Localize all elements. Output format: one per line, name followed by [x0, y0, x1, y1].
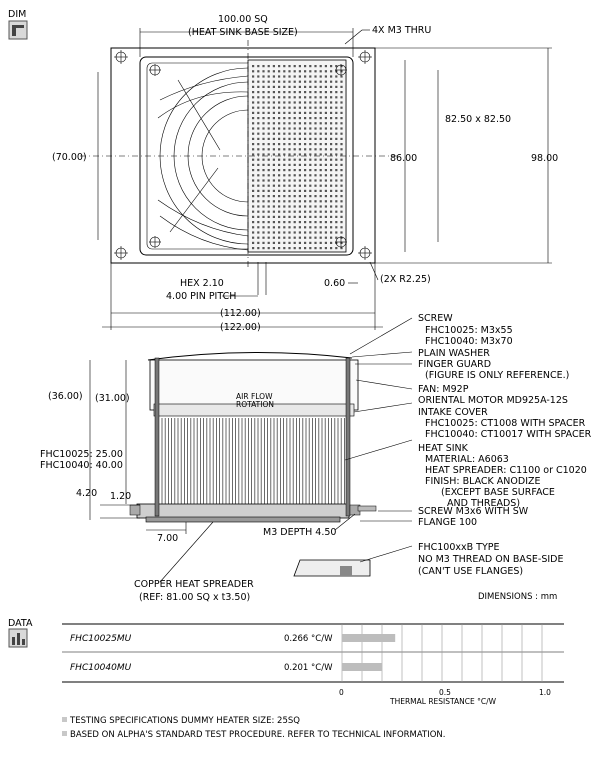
callout-finish-2: (EXCEPT BASE SURFACE	[441, 487, 555, 498]
data-section-label: DATA	[8, 618, 33, 629]
fan-body	[149, 359, 359, 411]
chart-bar	[342, 663, 383, 671]
chart-bar	[342, 634, 396, 642]
callout-material: MATERIAL: A6063	[425, 454, 509, 465]
notes: TESTING SPECIFICATIONS DUMMY HEATER SIZE…	[62, 716, 445, 740]
dim-offset: 0.60	[324, 278, 345, 289]
dim-120: 1.20	[110, 491, 131, 502]
chart-tick-label: 0	[339, 688, 344, 697]
callout-type-b-note2: (CAN'T USE FLANGES)	[418, 566, 523, 577]
dim-700: 7.00	[157, 533, 178, 544]
callout-fan: FAN: M92P	[418, 384, 469, 395]
callout-guard: FINGER GUARD	[418, 359, 491, 370]
dim-fhc40: FHC10040: 40.00	[40, 460, 123, 471]
callout-intake-40: FHC10040: CT10017 WITH SPACER	[425, 429, 592, 440]
caliper-icon	[8, 20, 28, 40]
note-2: BASED ON ALPHA'S STANDARD TEST PROCEDURE…	[70, 730, 445, 740]
chart-xlabel: THERMAL RESISTANCE °C/W	[389, 697, 497, 706]
dim-radius: (2X R2.25)	[380, 274, 431, 285]
chart-tick-label: 1.0	[539, 688, 551, 697]
dim-pin-pitch: 4.00 PIN PITCH	[166, 291, 236, 302]
dim-base-size-note: (HEAT SINK BASE SIZE)	[188, 27, 298, 38]
heat-sink-base	[136, 503, 350, 519]
side-view: AIR FLOW ROTATION (36.00) (31.00) FHC100…	[40, 351, 361, 603]
dim-fhc25: FHC10025: 25.00	[40, 449, 123, 460]
dim-base-size: 100.00 SQ	[218, 14, 268, 25]
callout-type-b-note: NO M3 THREAD ON BASE-SIDE	[418, 554, 563, 565]
spreader-label-1: COPPER HEAT SPREADER	[134, 579, 254, 590]
top-view: 100.00 SQ (HEAT SINK BASE SIZE) 4X M3 TH…	[52, 14, 558, 333]
flange-outline	[110, 47, 376, 264]
chart-value-label: 0.201 °C/W	[284, 663, 333, 673]
callout-intake: INTAKE COVER	[418, 407, 488, 418]
intake-cover	[153, 403, 355, 417]
thermal-resistance-chart: FHC10025MU 0.266 °C/W FHC10040MU 0.201 °C/W…	[62, 623, 564, 706]
corner-holes	[114, 50, 372, 260]
callout-washer: PLAIN WASHER	[418, 348, 490, 359]
b-type-detail	[293, 559, 371, 577]
callout-type-b: FHC100xxB TYPE	[418, 542, 500, 553]
callout-spreader: HEAT SPREADER: C1100 or C1020	[425, 465, 587, 476]
airflow-label: AIR FLOW	[236, 392, 273, 401]
dim-36: (36.00)	[48, 391, 83, 402]
dimensions-unit: DIMENSIONS : mm	[478, 592, 557, 602]
callout-heatsink: HEAT SINK	[418, 443, 469, 454]
chart-category-label: FHC10040MU	[70, 663, 132, 673]
dim-420: 4.20	[76, 488, 97, 499]
chart-tick-label: 0.5	[439, 688, 451, 697]
callouts: SCREW FHC10025: M3x55 FHC10040: M3x70 PL…	[293, 313, 592, 602]
callout-screw-25: FHC10025: M3x55	[425, 325, 513, 336]
dim-width-112: (112.00)	[220, 308, 261, 319]
dim-inner-height: 86.00	[390, 153, 417, 164]
dim-section-label: DIM	[8, 9, 26, 20]
callout-screw-40: FHC10040: M3x70	[425, 336, 513, 347]
callout-finish-3: AND THREADS)	[447, 498, 520, 509]
dim-outer-height: 98.00	[531, 153, 558, 164]
dim-31: (31.00)	[95, 393, 130, 404]
note-1: TESTING SPECIFICATIONS DUMMY HEATER SIZE…	[69, 716, 300, 726]
dim-hex: HEX 2.10	[180, 278, 224, 289]
dim-m3-depth: M3 DEPTH 4.50	[263, 527, 336, 538]
dim-thru-holes: 4X M3 THRU	[372, 25, 431, 36]
callout-flange: FLANGE 100	[418, 517, 477, 528]
copper-spreader	[145, 516, 341, 523]
chart-category-label: FHC10025MU	[70, 634, 132, 644]
bar-chart-icon	[8, 628, 28, 648]
spreader-label-2: (REF: 81.00 SQ x t3.50)	[139, 592, 250, 603]
heat-sink-fins	[161, 418, 345, 504]
chart-value-label: 0.266 °C/W	[284, 634, 333, 644]
callout-intake-25: FHC10025: CT1008 WITH SPACER	[425, 418, 586, 429]
callout-screw: SCREW	[418, 313, 453, 324]
callout-finish: FINISH: BLACK ANODIZE	[425, 476, 541, 487]
dim-fan-frame-width: (70.00)	[52, 152, 87, 163]
dim-width-122: (122.00)	[220, 322, 261, 333]
dim-fan-hole-spacing: 82.50 x 82.50	[445, 114, 511, 125]
rotation-label: ROTATION	[236, 400, 274, 409]
callout-fan-motor: ORIENTAL MOTOR MD925A-12S	[418, 395, 568, 406]
callout-screw-sw: SCREW M3x6 WITH SW	[418, 506, 529, 517]
callout-guard-note: (FIGURE IS ONLY REFERENCE.)	[425, 370, 569, 381]
